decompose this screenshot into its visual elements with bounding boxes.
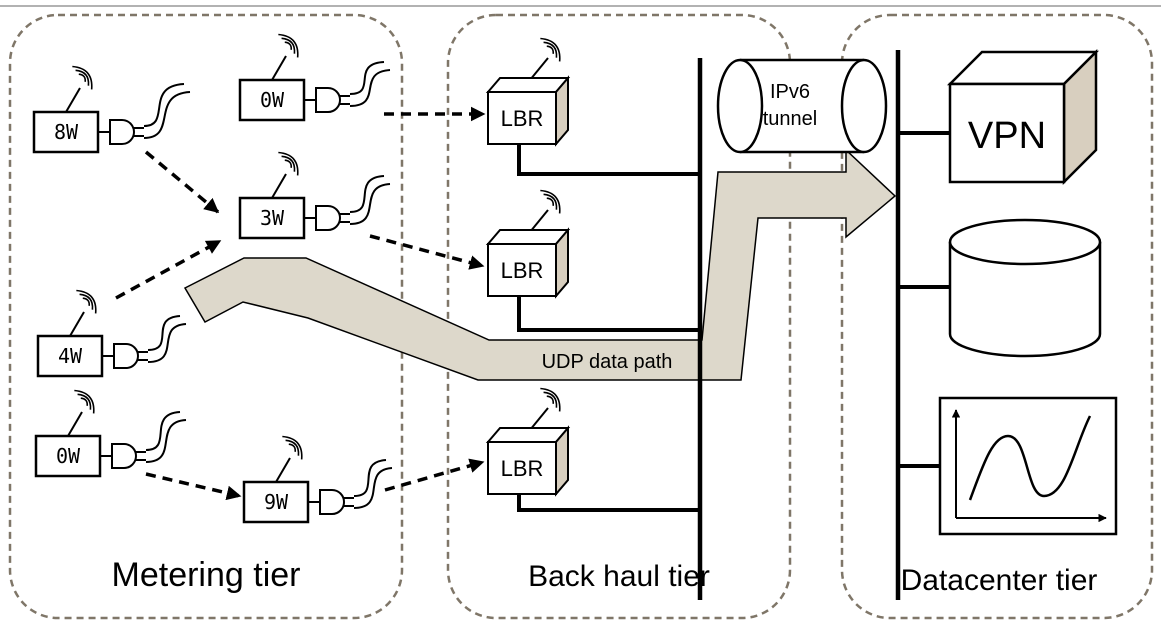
backhaul-tier-container [446,13,792,620]
udp-data-path-label: UDP data path [542,351,673,373]
vpn-server: VPN [946,48,1100,186]
arrow-3w-to-lbr-2 [369,234,485,270]
tunnel-label-line2: tunnel [763,108,818,130]
meter-8w: 8W [32,60,191,154]
meter-9w: 9W [242,430,393,524]
metering-tier-label: Metering tier [112,556,301,594]
arrow-9w-to-lbr-3 [384,458,485,492]
arrow-0w-to-9w [145,472,242,501]
ipv6-tunnel: IPv6 tunnel [716,58,888,154]
arrow-4w-to-3w [115,239,222,300]
router-label: LBR [501,258,544,283]
tunnel-label-line1: IPv6 [770,81,810,103]
arrow-8w-to-3w [144,150,220,214]
meter-reading: 9W [264,490,289,514]
meter-3w: 3W [238,146,391,240]
meter-reading: 0W [56,444,81,468]
router-label: LBR [501,456,544,481]
analytics-chart-icon [938,396,1118,536]
vpn-label: VPN [968,115,1046,157]
datacenter-tier-container [840,13,1154,620]
meter-reading: 3W [260,206,285,230]
meter-reading: 8W [54,120,79,144]
router-lbr-2: LBR [485,184,571,299]
meter-0w-top: 0W [238,28,391,122]
router-label: LBR [501,106,544,131]
router-lbr-3: LBR [485,382,571,497]
meter-0w-bottom: 0W [34,384,187,478]
meter-reading: 4W [58,344,83,368]
datacenter-tier-label: Datacenter tier [901,564,1098,597]
router-lbr-1: LBR [485,32,571,147]
database-cylinder [948,218,1102,358]
meter-reading: 0W [260,88,285,112]
router-2-link [517,292,700,332]
meter-4w: 4W [36,284,187,378]
router-3-link [517,488,700,512]
udp-data-path-arrow [183,148,897,381]
backhaul-tier-label: Back haul tier [528,560,710,593]
